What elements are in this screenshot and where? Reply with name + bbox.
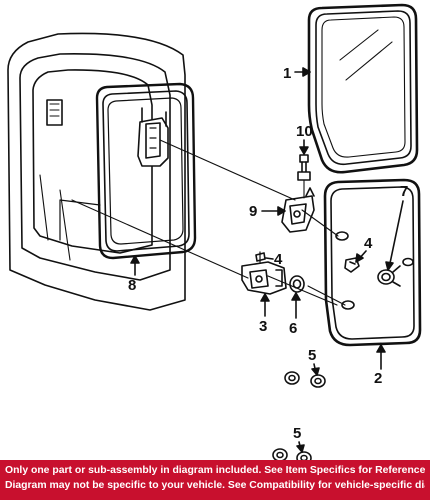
svg-text:3: 3 xyxy=(259,318,267,335)
weatherstrip xyxy=(95,82,197,260)
vehicle-body-opening xyxy=(7,32,186,311)
leader-lines xyxy=(71,139,346,306)
callout-7: 7 xyxy=(385,183,408,271)
callout-1: 1 xyxy=(283,65,311,82)
svg-text:6: 6 xyxy=(289,320,297,337)
callout-5-upper: 5 xyxy=(308,347,320,376)
callout-5-lower: 5 xyxy=(293,425,305,453)
bushing xyxy=(289,275,305,293)
svg-text:2: 2 xyxy=(374,370,382,387)
callout-10: 10 xyxy=(296,123,313,155)
disclaimer-line-1: Only one part or sub-assembly in diagram… xyxy=(5,465,425,476)
bumper-upper xyxy=(284,371,326,388)
callout-2: 2 xyxy=(374,344,386,387)
upper-hinge xyxy=(281,187,315,233)
svg-text:1: 1 xyxy=(283,65,291,82)
svg-text:9: 9 xyxy=(249,203,257,220)
callout-8: 8 xyxy=(128,255,140,294)
callout-4-upper: 4 xyxy=(355,235,373,263)
svg-text:5: 5 xyxy=(308,347,316,364)
bumper-lower xyxy=(272,448,312,460)
svg-text:7: 7 xyxy=(400,183,408,200)
bolt xyxy=(297,154,311,181)
svg-text:10: 10 xyxy=(296,123,313,140)
callout-4-lower: 4 xyxy=(265,251,283,268)
svg-text:4: 4 xyxy=(364,235,373,252)
clip-lower xyxy=(255,251,266,263)
glass xyxy=(307,3,419,174)
disclaimer-line-2: Diagram may not be specific to your vehi… xyxy=(5,480,425,491)
svg-text:8: 8 xyxy=(128,277,136,294)
callout-9: 9 xyxy=(249,203,286,220)
body-hinge-upper xyxy=(137,107,169,167)
svg-text:4: 4 xyxy=(274,251,283,268)
disclaimer-banner: Only one part or sub-assembly in diagram… xyxy=(0,460,430,500)
callout-3: 3 xyxy=(259,293,270,335)
parts-diagram: 1 10 9 4 7 4 3 6 2 8 xyxy=(7,3,422,460)
svg-text:5: 5 xyxy=(293,425,301,442)
door-stop xyxy=(377,265,401,287)
callout-6: 6 xyxy=(289,292,301,337)
door-panel xyxy=(323,178,422,347)
lower-hinge xyxy=(241,261,287,295)
